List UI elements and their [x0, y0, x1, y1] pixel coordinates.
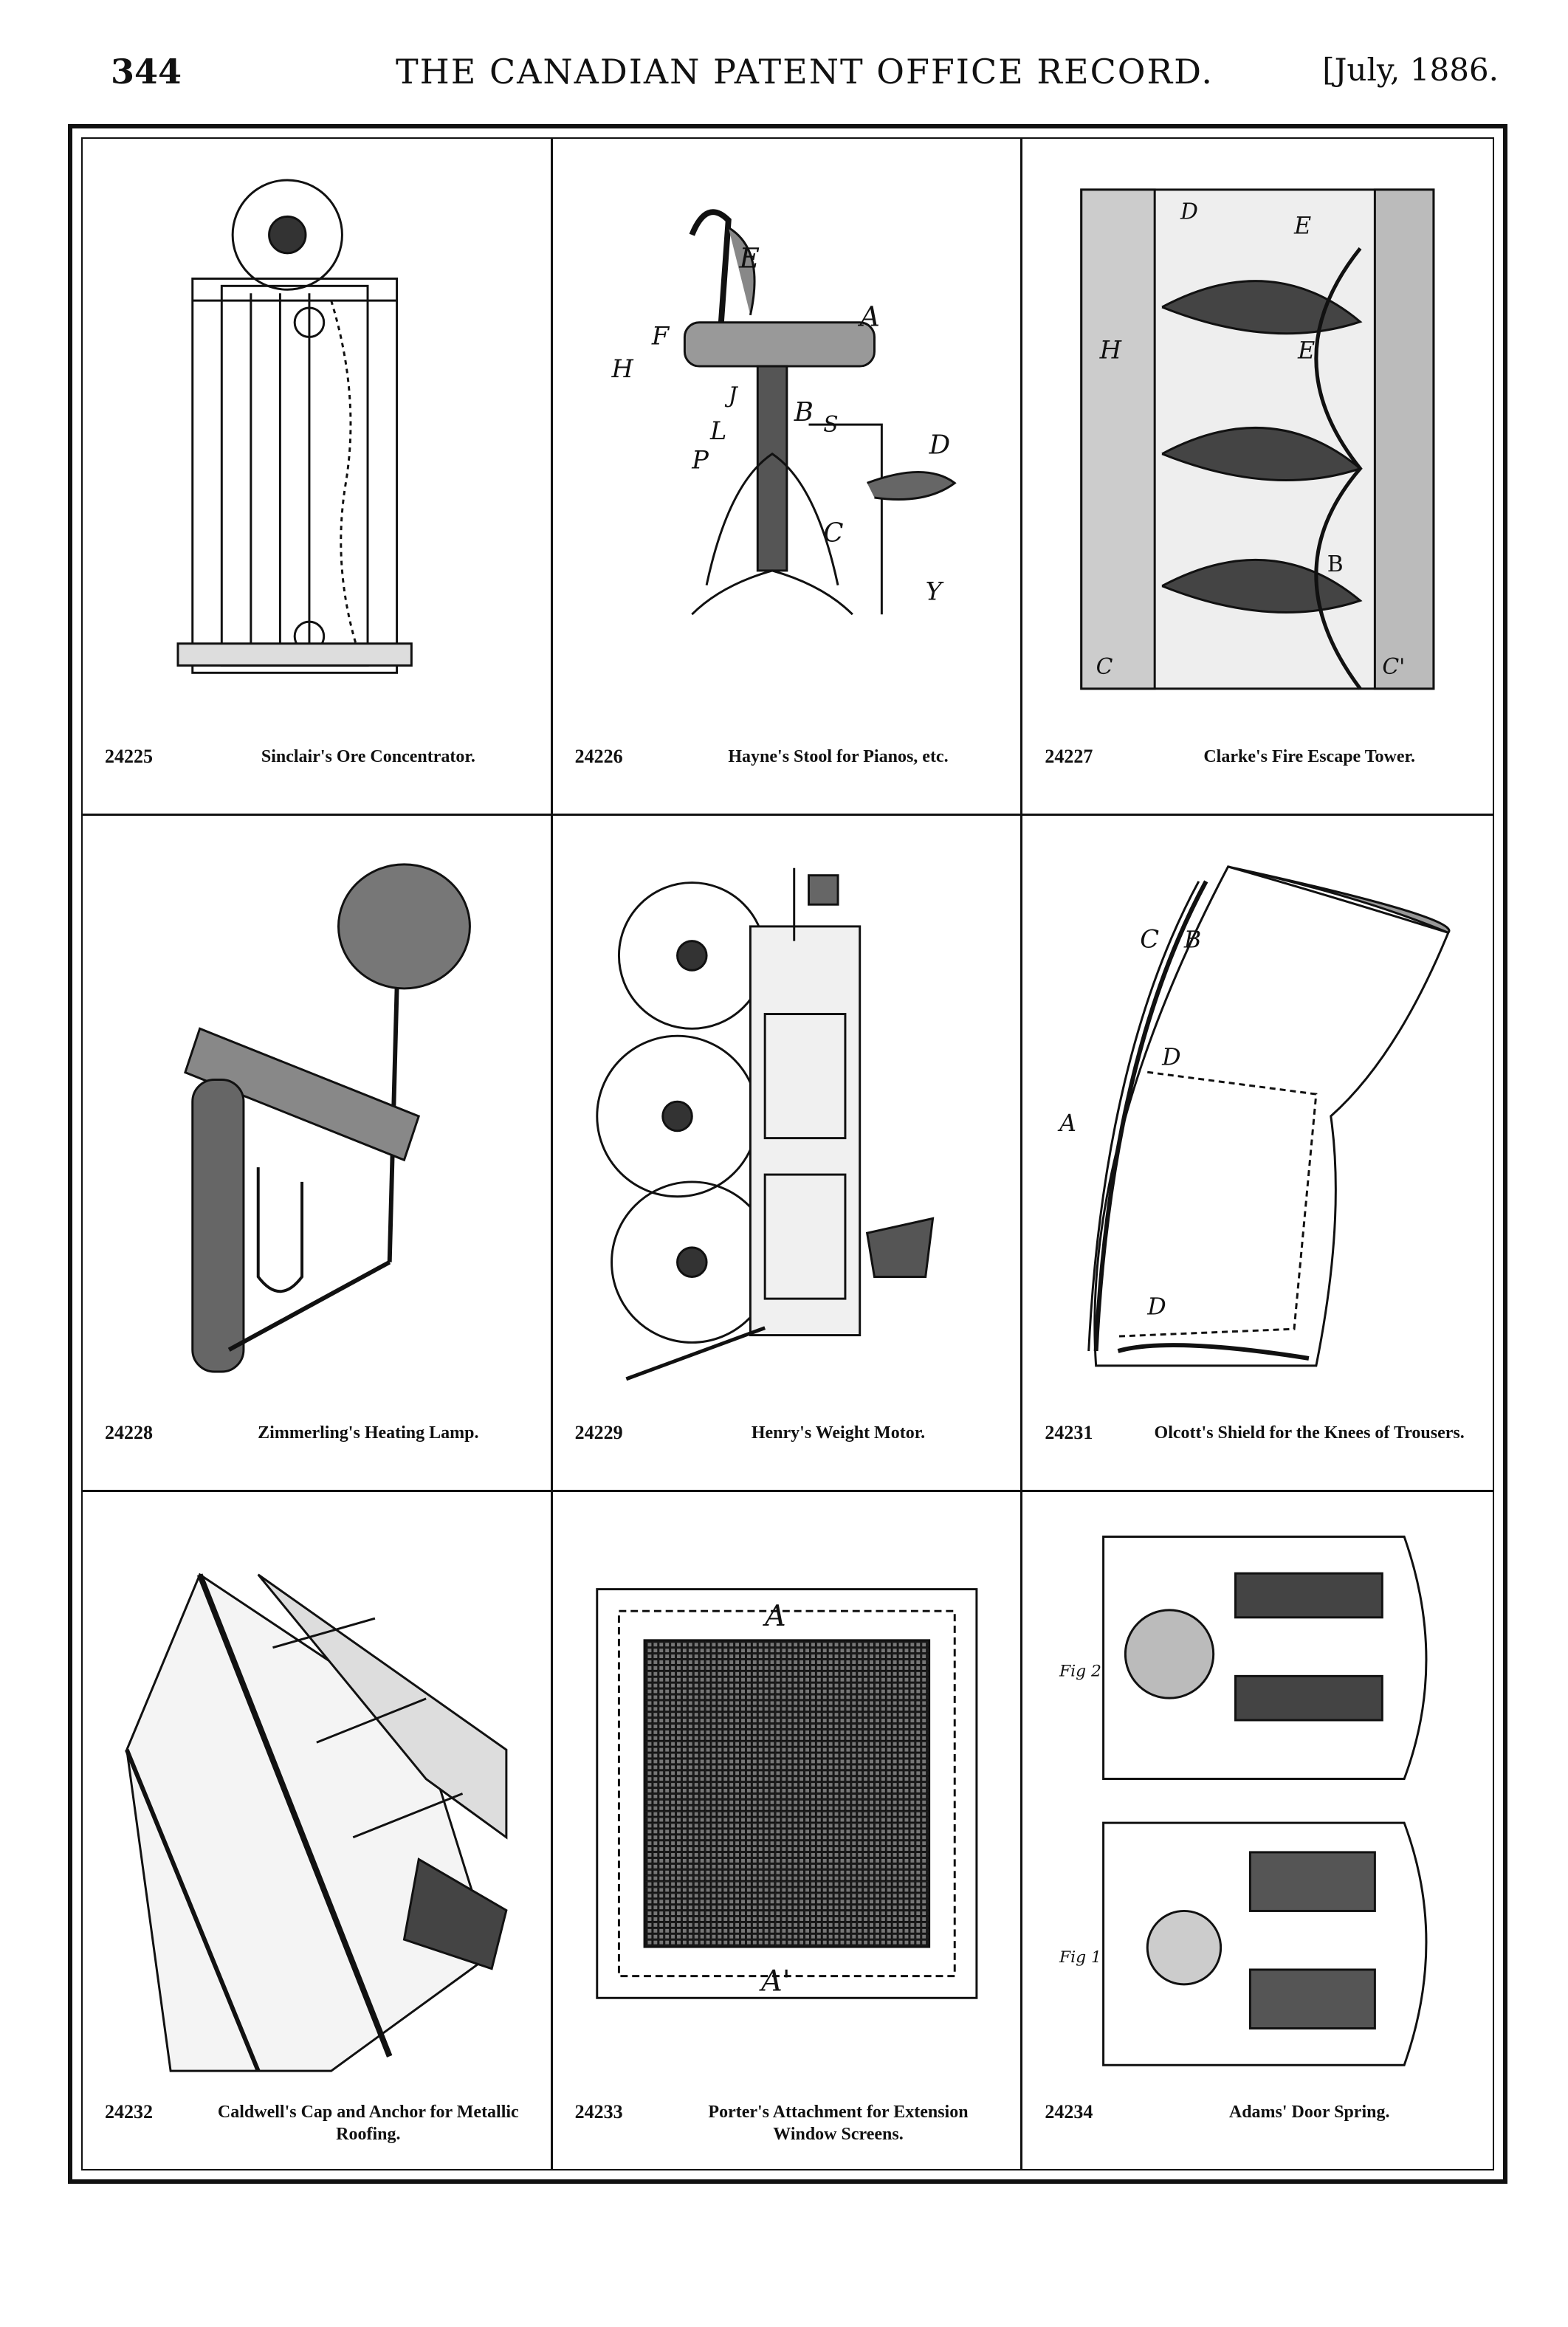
patent-cell-window-screen: A A' 24233 Porter's Attachment for Exten… — [553, 1492, 1023, 2169]
patent-number: 24234 — [1045, 2101, 1093, 2123]
shield-label-c: C — [1141, 924, 1160, 953]
shield-label-b: B — [1183, 926, 1201, 953]
stool-label-e: E — [738, 242, 759, 275]
patent-number: 24228 — [105, 1422, 153, 1444]
tower-label-e1: E — [1293, 213, 1311, 240]
spring-label-fig1: Fig 1 — [1059, 1948, 1101, 1967]
patent-number: 24231 — [1045, 1422, 1093, 1444]
patent-title: Adams' Door Spring. — [1228, 2103, 1390, 2122]
patent-cell-weight-motor: 24229 Henry's Weight Motor. — [552, 815, 1023, 1493]
patent-number: 24227 — [1045, 745, 1093, 767]
window-screen-illustration: A A' — [582, 1514, 991, 2088]
patent-cell-heating-lamp: 24228 Zimmerling's Heating Lamp. — [83, 815, 553, 1493]
spring-label-fig2: Fig 2 — [1059, 1663, 1101, 1681]
tower-label-c: C — [1096, 654, 1113, 680]
patent-title: Hayne's Stool for Pianos, etc. — [728, 746, 949, 766]
stool-label-b: B — [793, 397, 813, 427]
patent-caption: 24233 Porter's Attachment for Extension … — [575, 2095, 1006, 2154]
patent-cell-piano-stool: E F A H J B L P S C D Y 24226 — [552, 139, 1023, 816]
patent-number: 24225 — [105, 745, 153, 767]
stool-label-p: P — [691, 445, 709, 474]
stool-label-l: L — [709, 416, 726, 445]
screen-label-a-prime: A' — [758, 1965, 790, 1998]
patent-number: 24232 — [105, 2101, 153, 2123]
patent-title: Olcott's Shield for the Knees of Trouser… — [1154, 1423, 1465, 1443]
tower-label-e2: E — [1297, 337, 1315, 365]
fire-escape-tower-illustration: D E H E B C C' — [1052, 161, 1463, 732]
door-spring-illustration: Fig 2 Fig 1 — [1052, 1514, 1463, 2088]
piano-stool-illustration: E F A H J B L P S C D Y — [582, 161, 991, 732]
patent-number: 24226 — [574, 745, 623, 767]
patent-caption: 24227 Clarke's Fire Escape Tower. — [1045, 740, 1478, 799]
patent-cell-fire-escape-tower: D E H E B C C' 24227 Clarke's Fire Escap… — [1022, 139, 1493, 816]
patent-caption: 24229 Henry's Weight Motor. — [575, 1416, 1006, 1475]
stool-label-j: J — [724, 382, 738, 408]
patent-plate-frame: 24225 Sinclair's Ore Concentrator. — [68, 124, 1507, 2184]
stool-label-h: H — [611, 354, 633, 383]
screen-label-a: A — [762, 1599, 786, 1633]
tower-label-c-prime: C' — [1383, 654, 1406, 680]
stool-label-a: A — [857, 300, 879, 333]
patent-grid: 24225 Sinclair's Ore Concentrator. — [83, 139, 1493, 2169]
page-number: 344 — [111, 52, 182, 92]
shield-label-a: A — [1057, 1109, 1076, 1136]
weight-motor-illustration — [582, 838, 991, 1409]
shield-label-d1: D — [1161, 1043, 1181, 1070]
stool-label-s: S — [823, 411, 838, 437]
patent-caption: 24226 Hayne's Stool for Pianos, etc. — [575, 740, 1006, 799]
patent-cell-ore-concentrator: 24225 Sinclair's Ore Concentrator. — [83, 139, 553, 816]
patent-title: Zimmerling's Heating Lamp. — [258, 1423, 479, 1443]
stool-label-d: D — [928, 430, 950, 461]
stool-label-y: Y — [925, 577, 943, 605]
stool-label-c: C — [823, 518, 843, 548]
stool-label-f: F — [651, 321, 670, 350]
patent-caption: 24234 Adams' Door Spring. — [1045, 2095, 1478, 2154]
patent-cell-trouser-shield: C B D A D 24231 Olcott's Shield for the … — [1022, 816, 1493, 1493]
patent-caption: 24225 Sinclair's Ore Concentrator. — [105, 740, 536, 799]
tower-label-b: B — [1327, 551, 1344, 577]
metallic-roofing-illustration — [112, 1514, 521, 2088]
patent-cell-metallic-roofing: 24232 Caldwell's Cap and Anchor for Meta… — [83, 1492, 553, 2169]
patent-caption: 24228 Zimmerling's Heating Lamp. — [105, 1416, 536, 1475]
publication-title: THE CANADIAN PATENT OFFICE RECORD. — [395, 52, 1214, 92]
patent-title: Caldwell's Cap and Anchor for Metallic R… — [217, 2103, 519, 2144]
patent-caption: 24231 Olcott's Shield for the Knees of T… — [1045, 1416, 1478, 1475]
patent-cell-door-spring: Fig 2 Fig 1 24234 Adams' Door Spring. — [1022, 1492, 1493, 2169]
heating-lamp-illustration — [112, 838, 521, 1409]
issue-date: [July, 1886. — [1322, 52, 1499, 88]
patent-grid-border: 24225 Sinclair's Ore Concentrator. — [81, 137, 1494, 2170]
patent-title: Henry's Weight Motor. — [751, 1423, 926, 1443]
tower-label-d: D — [1180, 199, 1198, 225]
page-header: 344 THE CANADIAN PATENT OFFICE RECORD. [… — [111, 52, 1499, 111]
patent-caption: 24232 Caldwell's Cap and Anchor for Meta… — [105, 2095, 536, 2154]
patent-title: Porter's Attachment for Extension Window… — [708, 2103, 969, 2144]
patent-title: Clarke's Fire Escape Tower. — [1203, 746, 1415, 766]
tower-label-h: H — [1099, 336, 1122, 365]
trouser-shield-illustration: C B D A D — [1052, 838, 1463, 1409]
shield-label-d2: D — [1147, 1293, 1167, 1320]
patent-number: 24229 — [574, 1422, 623, 1444]
patent-number: 24233 — [574, 2101, 623, 2123]
ore-concentrator-illustration — [112, 161, 521, 732]
patent-title: Sinclair's Ore Concentrator. — [261, 746, 475, 766]
